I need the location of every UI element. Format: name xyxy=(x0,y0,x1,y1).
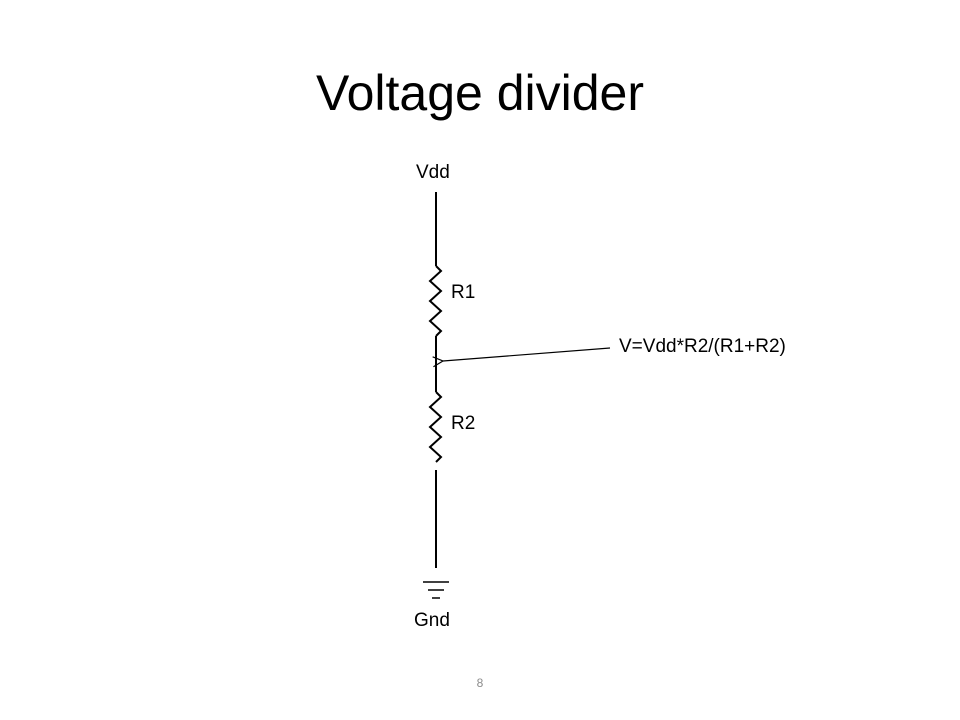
ground-symbol-icon xyxy=(423,581,449,599)
r2-label: R2 xyxy=(451,413,476,434)
output-arrow xyxy=(443,347,611,361)
gnd-label: Gnd xyxy=(414,610,450,631)
resistor-r2-zigzag xyxy=(428,391,443,463)
slide-title: Voltage divider xyxy=(315,65,644,121)
resistor-r1-zigzag xyxy=(428,265,443,337)
page-number: 8 xyxy=(476,676,484,690)
vdd-label: Vdd xyxy=(416,162,450,183)
r1-label: R1 xyxy=(451,282,476,303)
output-voltage-formula: V=Vdd*R2/(R1+R2) xyxy=(619,336,786,357)
